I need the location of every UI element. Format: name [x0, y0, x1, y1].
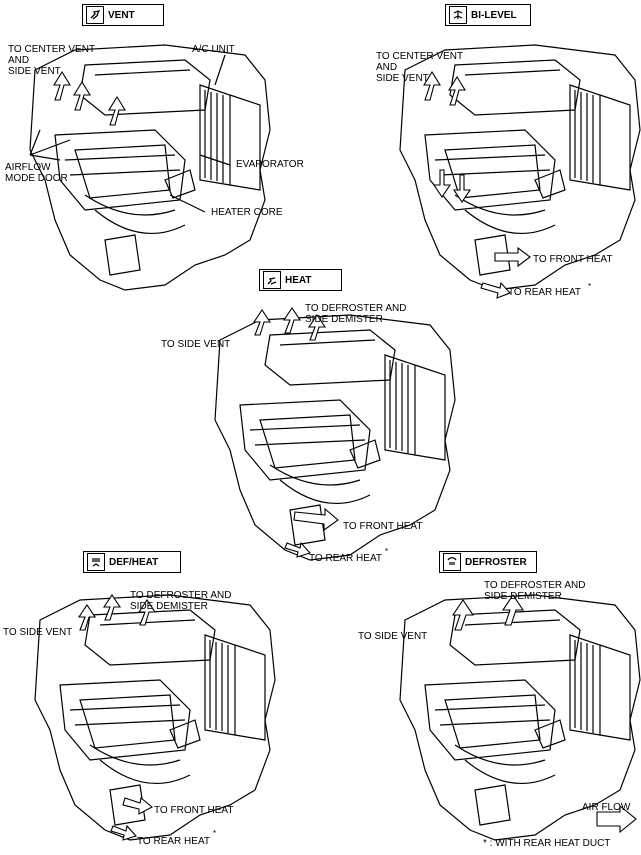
vent-mode-button[interactable]: VENT — [82, 4, 164, 26]
defheat-defroster-label: TO DEFROSTER AND SIDE DEMISTER — [130, 590, 232, 612]
defroster-side-vent-label: TO SIDE VENT — [358, 631, 428, 642]
def-heat-mode-icon — [87, 553, 105, 571]
defheat-rear-heat-label: TO REAR HEAT — [137, 836, 210, 847]
heat-front-heat-label: TO FRONT HEAT — [343, 521, 423, 532]
heater-core-label: HEATER CORE — [211, 207, 283, 218]
bilevel-mode-icon — [449, 6, 467, 24]
heat-side-vent-label: TO SIDE VENT — [161, 339, 231, 350]
heat-mode-icon — [263, 271, 281, 289]
heat-mode-label: HEAT — [285, 274, 312, 286]
vent-to-center-label: TO CENTER VENT AND SIDE VENT — [8, 44, 96, 77]
airflow-arrow-icon — [596, 804, 637, 834]
def-heat-mode-label: DEF/HEAT — [109, 556, 159, 568]
defheat-side-vent-label: TO SIDE VENT — [3, 627, 73, 638]
airflow-arrows — [53, 70, 637, 841]
footnote-rear-heat-duct: * : WITH REAR HEAT DUCT — [483, 838, 611, 849]
ac-unit-label: A/C UNIT — [192, 44, 235, 55]
heat-mode-button[interactable]: HEAT — [259, 269, 342, 291]
heat-rear-heat-label: TO REAR HEAT — [309, 553, 382, 564]
defheat-rear-heat-asterisk: * — [213, 829, 217, 838]
bilevel-mode-label: BI-LEVEL — [471, 9, 517, 21]
heat-defroster-label: TO DEFROSTER AND SIDE DEMISTER — [305, 303, 407, 325]
defroster-defroster-label: TO DEFROSTER AND SIDE DEMISTER — [484, 580, 586, 602]
bilevel-to-center-label: TO CENTER VENT AND SIDE VENT — [376, 51, 464, 84]
legend-air-flow-label: AIR FLOW — [582, 802, 631, 813]
airflow-mode-door-label: AIRFLOW MODE DOOR — [5, 162, 68, 184]
def-heat-mode-button[interactable]: DEF/HEAT — [83, 551, 181, 573]
bilevel-rear-heat-label: TO REAR HEAT — [508, 287, 581, 298]
defroster-mode-icon — [443, 553, 461, 571]
heat-rear-heat-asterisk: * — [385, 547, 389, 556]
defroster-mode-label: DEFROSTER — [465, 556, 527, 568]
evaporator-label: EVAPORATOR — [236, 159, 304, 170]
vent-mode-icon — [86, 6, 104, 24]
defroster-mode-button[interactable]: DEFROSTER — [439, 551, 537, 573]
defheat-front-heat-label: TO FRONT HEAT — [154, 805, 234, 816]
vent-mode-label: VENT — [108, 9, 135, 21]
bilevel-mode-button[interactable]: BI-LEVEL — [445, 4, 531, 26]
bilevel-rear-heat-asterisk: * — [588, 282, 592, 291]
bilevel-front-heat-label: TO FRONT HEAT — [533, 254, 613, 265]
